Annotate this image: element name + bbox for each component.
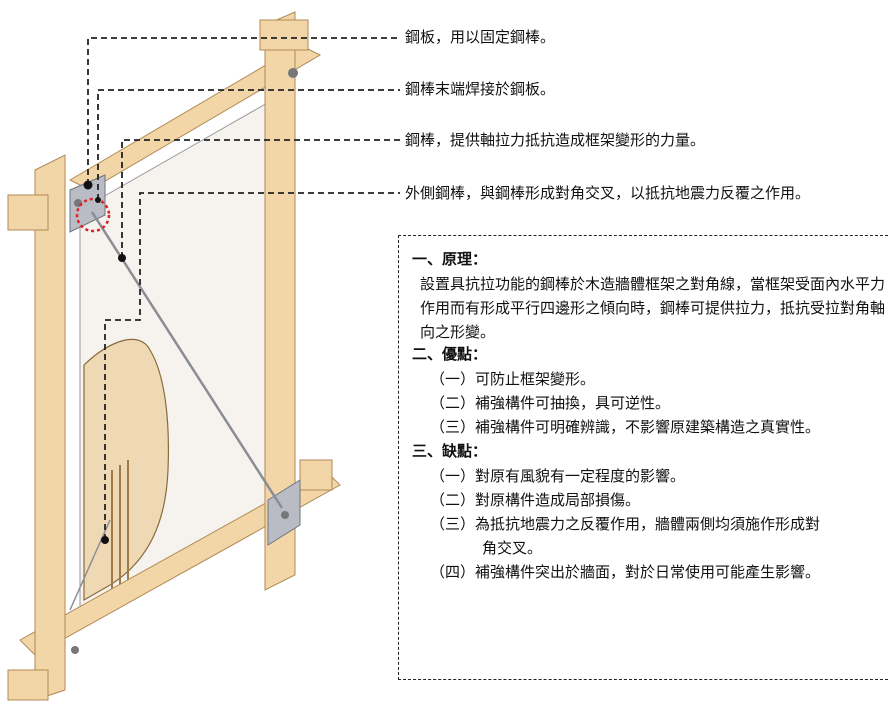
bolt (288, 68, 298, 78)
callout-steel-plate: 鋼板，用以固定鋼棒。 (405, 28, 556, 46)
advantage-item: （二）補強構件可抽換，具可逆性。 (430, 394, 671, 412)
leader-dot (118, 254, 126, 262)
leader-lines (87, 37, 400, 540)
advantage-item: （一）可防止框架變形。 (430, 370, 596, 388)
disadvantage-item: （四）補強構件突出於牆面，對於日常使用可能產生影響。 (430, 563, 821, 581)
advantages-title: 二、優點： (412, 345, 488, 363)
callout-rod-weld: 鋼棒末端焊接於鋼板。 (405, 80, 556, 98)
steel-rod-outer (69, 519, 111, 611)
callout-outer-rod: 外側鋼棒，與鋼棒形成對角交叉，以抵抗地震力反覆之作用。 (405, 184, 811, 202)
bamboo-laths (111, 460, 129, 590)
callout-steel-rod: 鋼棒，提供軸拉力抵抗造成框架變形的力量。 (405, 131, 706, 149)
notes-box (398, 235, 888, 680)
beam-end-block (7, 669, 49, 701)
right-post (264, 11, 296, 591)
advantage-item: （三）補強構件可明確辨識，不影響原建築構造之真實性。 (430, 418, 821, 436)
principle-title: 一、原理： (412, 250, 488, 268)
leader-dot (83, 180, 93, 190)
leader-dot (95, 197, 101, 203)
beam-end-block (7, 194, 49, 231)
beam-end-block (299, 459, 333, 491)
left-post (34, 154, 66, 701)
weld-highlight-circle (75, 197, 111, 233)
leader-dot (101, 536, 109, 544)
bolt (281, 511, 289, 519)
disadvantage-item: （二）對原構件造成局部損傷。 (430, 491, 641, 509)
disadvantage-item: （三）為抵抗地震力之反覆作用，牆體兩側均須施作形成對 (430, 515, 821, 533)
principle-text: 設置具抗拉功能的鋼棒於木造牆體框架之對角線，當框架受面內水平力作用而有形成平行四… (420, 275, 886, 341)
disadvantage-item-cont: 角交叉。 (482, 539, 543, 557)
bolt (71, 646, 79, 654)
disadvantages-title: 三、缺點： (412, 442, 488, 460)
beam-end-block (259, 19, 309, 51)
bottom-beam (19, 469, 341, 656)
disadvantage-item: （一）對原有風貌有一定程度的影響。 (430, 467, 686, 485)
